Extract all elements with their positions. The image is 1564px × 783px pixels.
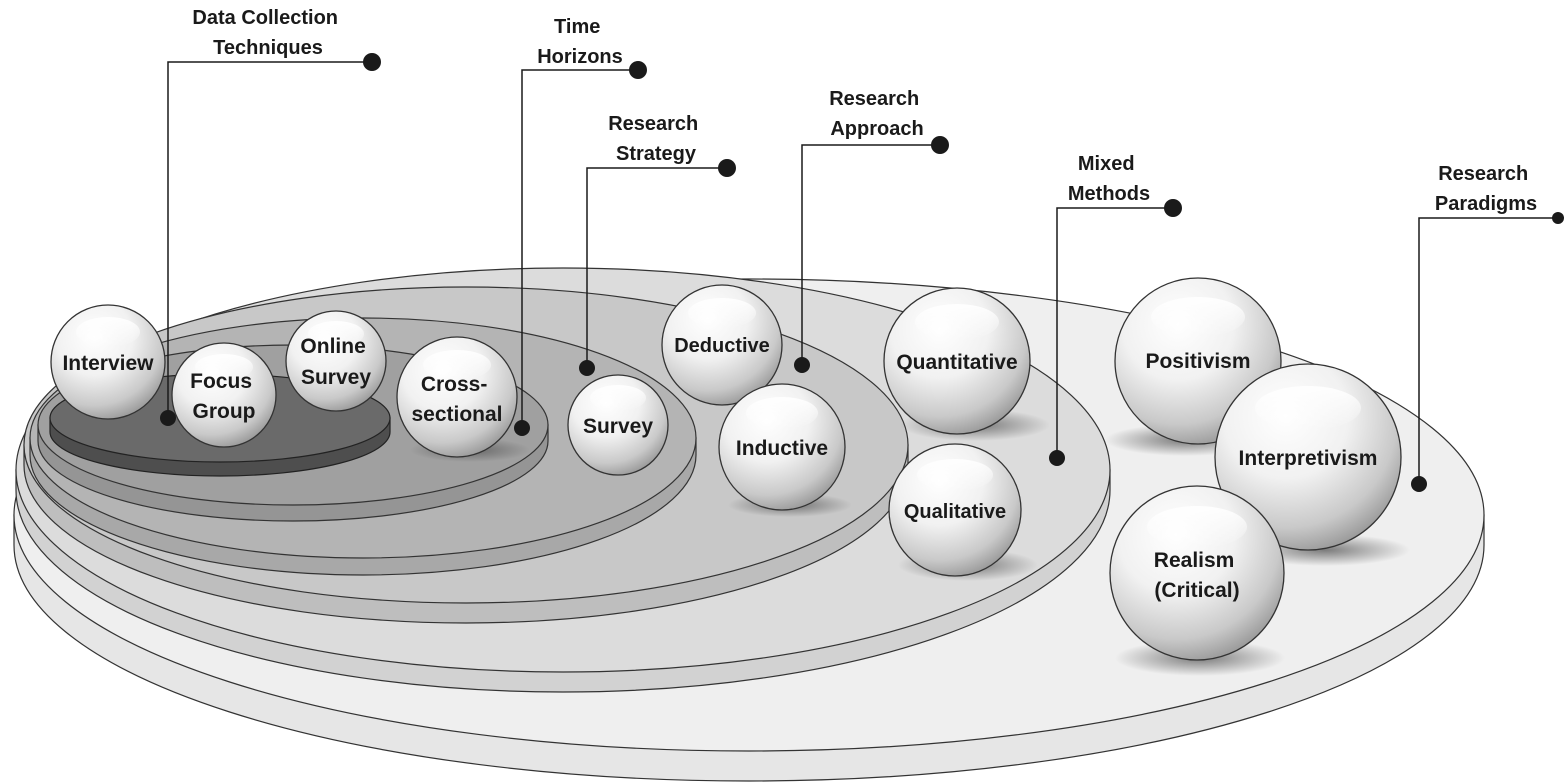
deductive-label: Deductive xyxy=(674,335,770,357)
interview-label: Interview xyxy=(62,352,154,375)
callout-dots xyxy=(160,53,1564,492)
dot-data-collection-inner xyxy=(160,410,176,426)
focus-group-label-2: Group xyxy=(193,400,256,423)
sphere-quantitative: Quantitative xyxy=(883,287,1031,435)
dot-mixed-methods-inner xyxy=(1049,450,1065,466)
svg-text:Quantitative: Quantitative xyxy=(896,351,1017,374)
qualitative-label: Qualitative xyxy=(904,501,1006,523)
quantitative-label: Quantitative xyxy=(896,351,1017,374)
dot-research-approach-outer xyxy=(931,136,949,154)
svg-text:Interview: Interview xyxy=(62,352,154,375)
online-survey-label-2: Survey xyxy=(301,366,371,389)
dot-data-collection-outer xyxy=(363,53,381,71)
callout-line-time-horizons xyxy=(521,69,638,428)
positivism-label: Positivism xyxy=(1145,350,1250,373)
callout-line-research-approach xyxy=(801,144,940,365)
svg-text:Realism (Critical): Realism (Critical) xyxy=(1154,549,1240,602)
sphere-online-survey: Online Survey xyxy=(285,310,387,412)
svg-text:Online Survey: Online Survey xyxy=(300,335,371,389)
interpretivism-label: Interpretivism xyxy=(1239,447,1378,470)
sphere-interview: Interview xyxy=(50,304,166,420)
sphere-inductive: Inductive xyxy=(718,383,846,511)
callout-line-mixed-methods xyxy=(1056,207,1173,458)
sphere-deductive: Deductive xyxy=(661,284,783,406)
online-survey-label-1: Online xyxy=(300,335,365,358)
sphere-cross-sectional: Cross- sectional xyxy=(396,336,518,458)
callout-research-approach: Research Approach xyxy=(829,88,925,140)
cross-sectional-label-1: Cross- xyxy=(421,373,488,396)
dot-time-horizons-inner xyxy=(514,420,530,436)
dot-mixed-methods-outer xyxy=(1164,199,1182,217)
svg-text:Cross- sectional: Cross- sectional xyxy=(411,373,502,426)
realism-label-1: Realism xyxy=(1154,549,1235,572)
focus-group-label-1: Focus xyxy=(190,370,252,393)
sphere-qualitative: Qualitative xyxy=(888,443,1022,577)
sphere-realism: Realism (Critical) xyxy=(1109,485,1285,661)
callout-data-collection: Data Collection Techniques xyxy=(192,7,343,59)
cross-sectional-label-2: sectional xyxy=(411,403,502,426)
dot-research-paradigms-inner xyxy=(1411,476,1427,492)
survey-label: Survey xyxy=(583,415,653,438)
dot-research-strategy-inner xyxy=(579,360,595,376)
callout-lines xyxy=(167,61,1560,484)
callout-line-research-strategy xyxy=(586,167,727,368)
callout-line-research-paradigms xyxy=(1418,217,1560,484)
svg-text:Interpretivism: Interpretivism xyxy=(1239,447,1378,470)
svg-text:Survey: Survey xyxy=(583,415,653,438)
inductive-label: Inductive xyxy=(736,437,828,460)
dot-research-approach-inner xyxy=(794,357,810,373)
callout-line-data-collection xyxy=(167,61,372,418)
dot-time-horizons-outer xyxy=(629,61,647,79)
onion-layers xyxy=(13,267,1485,782)
svg-text:Inductive: Inductive xyxy=(736,437,828,460)
sphere-survey: Survey xyxy=(567,374,669,476)
svg-text:Qualitative: Qualitative xyxy=(904,501,1006,523)
callout-research-paradigms: Research Paradigms xyxy=(1435,163,1537,215)
svg-text:Positivism: Positivism xyxy=(1145,350,1250,373)
svg-text:Focus Group: Focus Group xyxy=(190,370,258,423)
sphere-focus-group: Focus Group xyxy=(171,342,277,448)
realism-label-2: (Critical) xyxy=(1154,579,1239,602)
callout-research-strategy: Research Strategy xyxy=(608,113,704,165)
dot-research-paradigms-outer xyxy=(1552,212,1564,224)
callout-mixed-methods: Mixed Methods xyxy=(1068,153,1150,205)
callout-time-horizons: Time Horizons xyxy=(537,16,623,68)
sphere-interpretivism: Interpretivism xyxy=(1214,363,1402,551)
svg-text:Deductive: Deductive xyxy=(674,335,770,357)
dot-research-strategy-outer xyxy=(718,159,736,177)
